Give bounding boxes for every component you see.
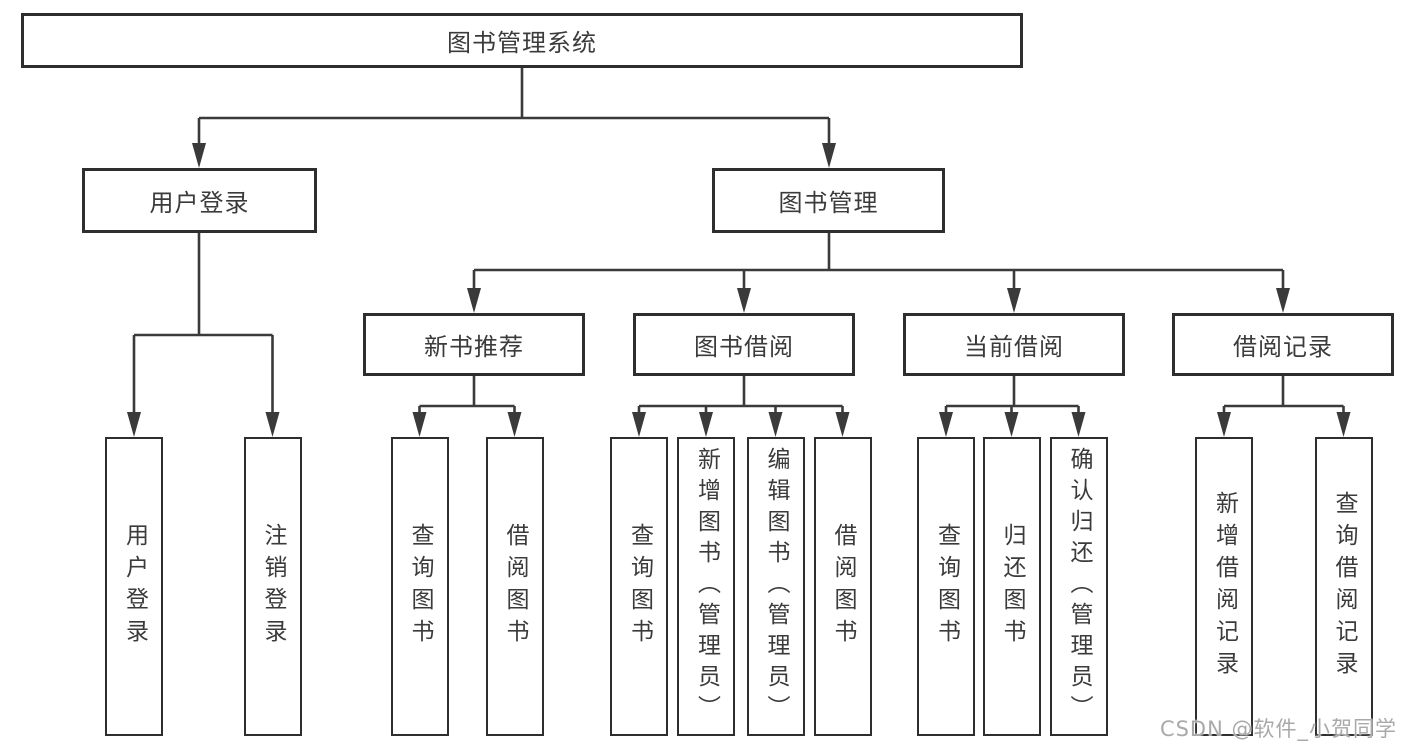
leaf-bb-add-books-label: 新增图书（管理员）: [693, 447, 720, 726]
leaf-br-add-record: 新增借阅记录: [1195, 437, 1253, 736]
leaf-bb-edit-books-label: 编辑图书（管理员）: [763, 447, 789, 726]
node-new-book-recommend-label: 新书推荐: [424, 333, 524, 361]
node-book-management: 图书管理: [712, 168, 945, 233]
node-current-borrow-label: 当前借阅: [964, 333, 1064, 361]
node-root: 图书管理系统: [21, 13, 1023, 68]
leaf-bb-query-books-label: 查询图书: [626, 522, 653, 651]
leaf-cb-confirm-return-label: 确认归还（管理员）: [1066, 447, 1092, 726]
leaf-cb-query-books-label: 查询图书: [933, 522, 960, 651]
leaf-br-add-record-label: 新增借阅记录: [1211, 490, 1238, 683]
leaf-nb-query-books: 查询图书: [390, 437, 449, 736]
leaf-br-query-record-label: 查询借阅记录: [1331, 490, 1357, 683]
leaf-cb-return-books: 归还图书: [982, 437, 1041, 736]
leaf-user-login: 用户登录: [105, 437, 163, 736]
node-book-borrow: 图书借阅: [633, 313, 855, 376]
node-book-borrow-label: 图书借阅: [694, 333, 794, 361]
leaf-logout-label: 注销登录: [260, 522, 286, 651]
node-current-borrow: 当前借阅: [903, 313, 1125, 376]
node-new-book-recommend: 新书推荐: [363, 313, 585, 376]
leaf-nb-borrow-books: 借阅图书: [485, 437, 544, 736]
node-borrow-records-label: 借阅记录: [1233, 333, 1333, 361]
csdn-watermark: CSDN @软件_小贺同学: [1159, 717, 1397, 741]
leaf-bb-query-books: 查询图书: [610, 437, 668, 736]
leaf-logout: 注销登录: [243, 437, 302, 736]
node-root-label: 图书管理系统: [447, 29, 597, 57]
node-user-login-label: 用户登录: [149, 189, 250, 217]
node-book-management-label: 图书管理: [778, 189, 879, 217]
leaf-cb-query-books: 查询图书: [917, 437, 975, 736]
node-user-login: 用户登录: [82, 168, 317, 233]
leaf-cb-return-books-label: 归还图书: [999, 522, 1025, 651]
node-borrow-records: 借阅记录: [1172, 313, 1394, 376]
leaf-bb-edit-books: 编辑图书（管理员）: [746, 437, 805, 736]
leaf-bb-borrow-books-label: 借阅图书: [830, 522, 856, 651]
leaf-nb-borrow-books-label: 借阅图书: [502, 522, 528, 651]
leaf-br-query-record: 查询借阅记录: [1314, 437, 1373, 736]
leaf-cb-confirm-return: 确认归还（管理员）: [1049, 437, 1108, 736]
leaf-nb-query-books-label: 查询图书: [407, 522, 433, 651]
leaf-user-login-label: 用户登录: [121, 522, 148, 651]
leaf-bb-borrow-books: 借阅图书: [813, 437, 872, 736]
arrowheads: [127, 143, 1351, 437]
leaf-bb-add-books: 新增图书（管理员）: [677, 437, 735, 736]
